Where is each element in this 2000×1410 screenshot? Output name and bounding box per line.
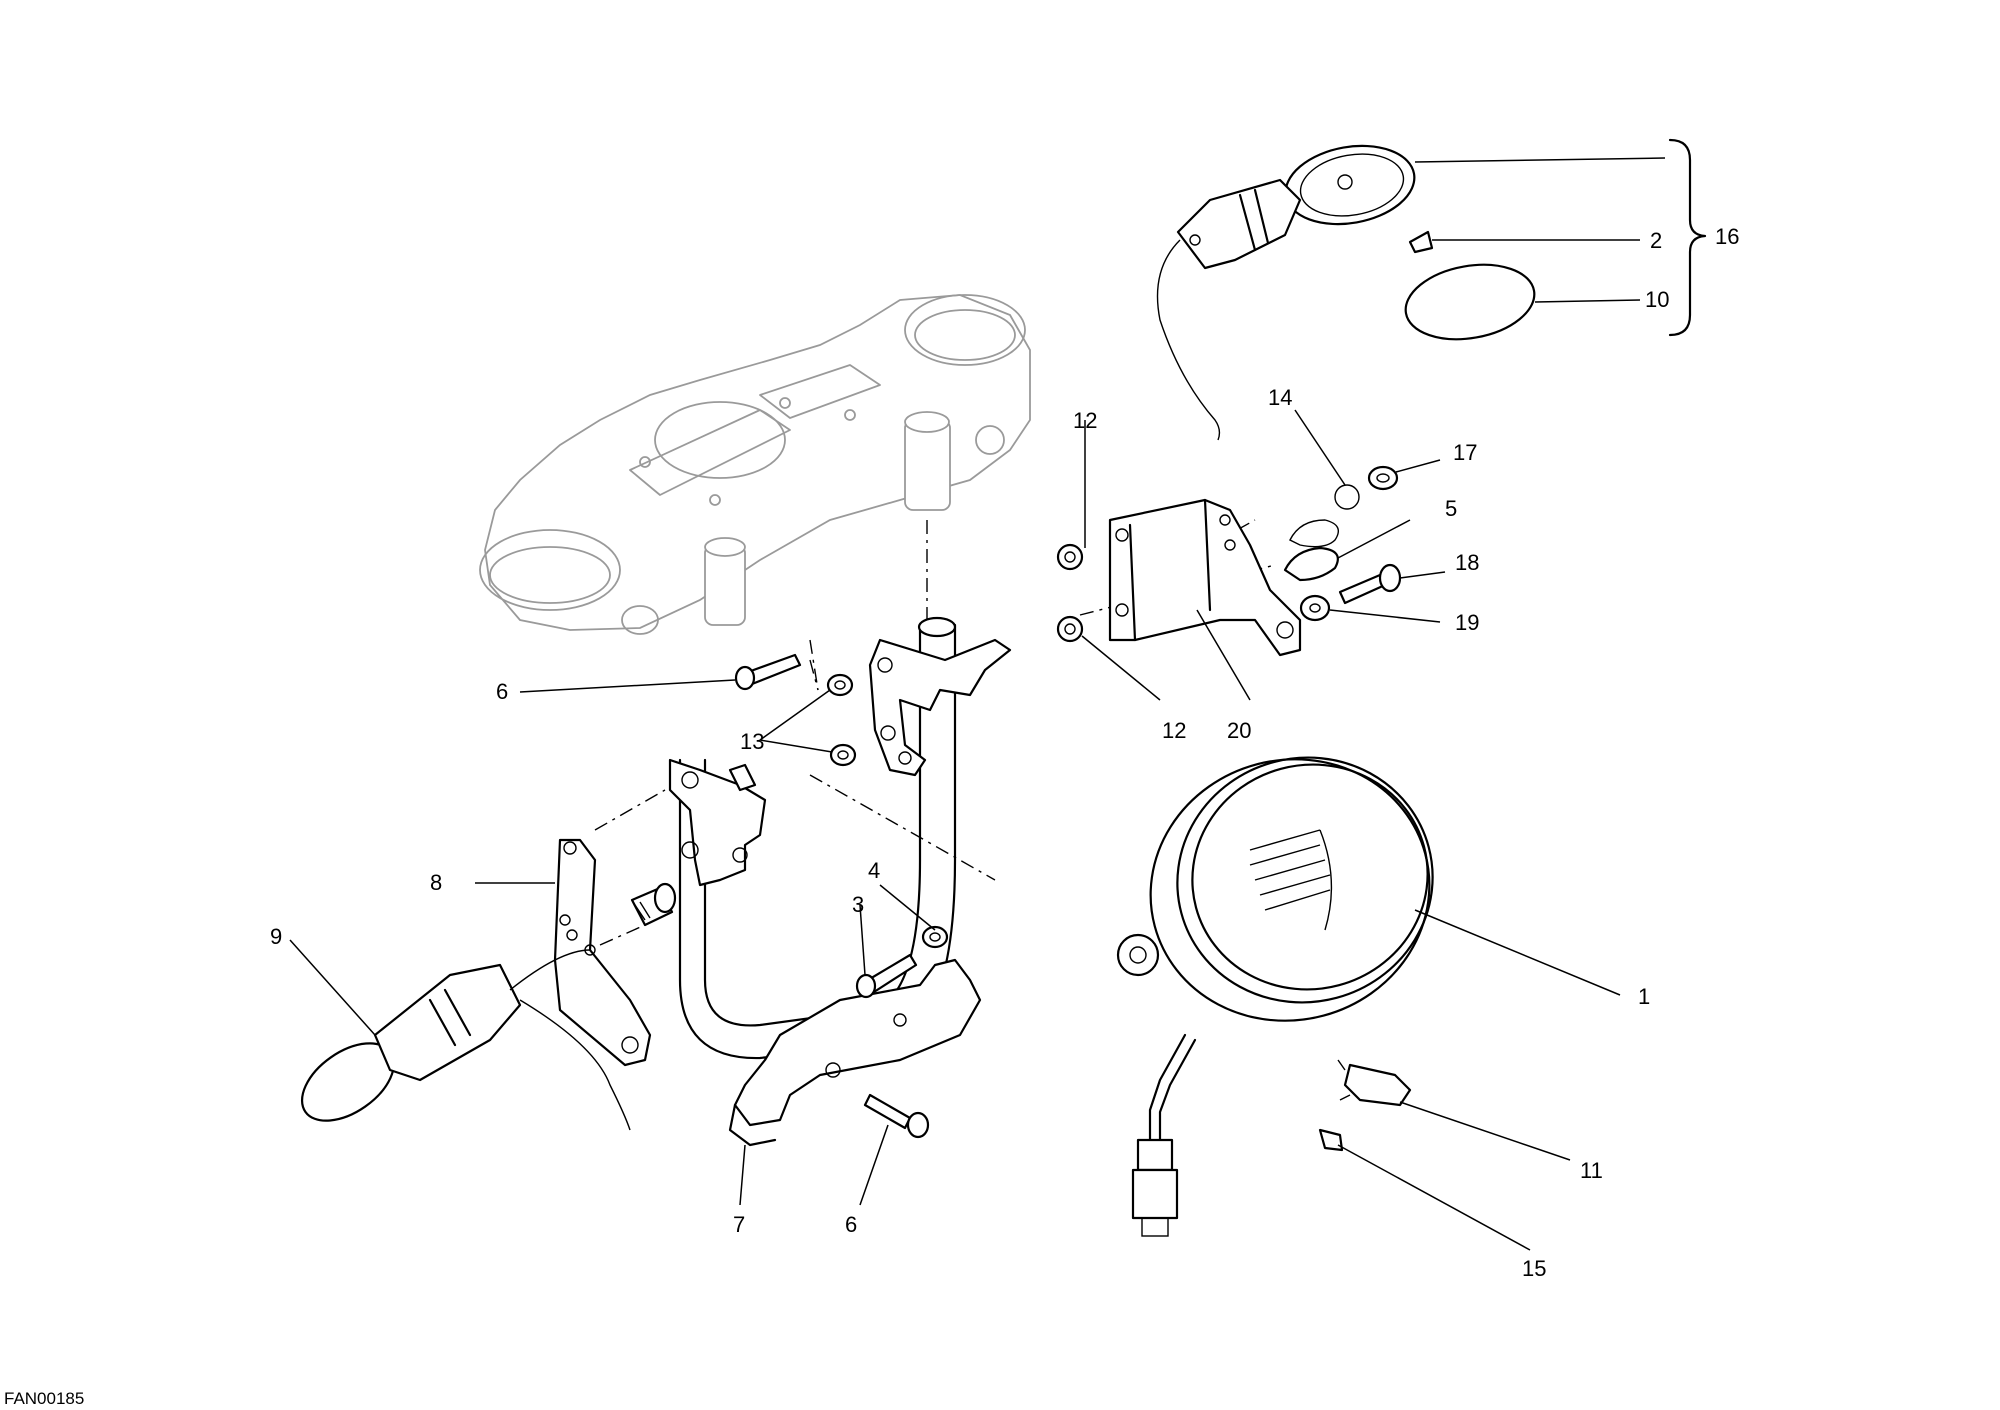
upper-triple-clamp [479,294,1031,635]
lens-10 [1404,263,1536,341]
grommet-12-lower [1056,615,1084,643]
callout-13: 13 [740,729,764,754]
bracket-axis-4 [809,659,819,691]
callout-3: 3 [852,892,864,917]
screw-6-lower [863,1093,930,1139]
callout-5: 5 [1445,496,1457,521]
gasket-5 [1283,546,1339,582]
bulb-2 [1408,230,1434,254]
screw-18 [1338,563,1402,605]
callout-15: 15 [1522,1256,1546,1281]
parking-bulb-15 [1318,1128,1344,1152]
bracket-axis-3 [809,774,996,881]
callout-12-lower: 12 [1162,718,1186,743]
callout-17: 17 [1453,440,1477,465]
callout-20: 20 [1227,718,1251,743]
callout-11: 11 [1580,1158,1603,1183]
bracket-axis-5 [809,639,819,691]
washer-4 [921,925,949,949]
left-turn-signal [300,949,631,1131]
turn-signal-bracket [553,838,652,1067]
callout-18: 18 [1455,550,1479,575]
nut-17 [1367,465,1399,491]
indicator-grommet [630,882,677,927]
headlight [1116,756,1434,1237]
washer-19 [1299,594,1331,622]
callout-10: 10 [1645,287,1669,312]
right-turn-signal [1156,144,1416,441]
callout-1: 1 [1638,984,1650,1009]
washer-13-upper [826,673,854,697]
callout-14: 14 [1268,385,1292,410]
callout-6-upper: 6 [496,679,508,704]
lower-bracket [728,958,982,1147]
callout-8: 8 [430,870,442,895]
leader-lines [289,157,1666,1251]
indicator-mount-plate [1108,498,1302,657]
callout-9: 9 [270,924,282,949]
callout-2: 2 [1650,228,1662,253]
headlight-bulb-11 [1337,1059,1412,1107]
group-brace [1668,138,1707,337]
screw-6-upper [734,653,802,691]
bracket-axis-1 [594,789,666,831]
screw-3 [855,953,918,999]
wire-clip-14 [1289,484,1360,548]
bracket-axis-2 [599,924,646,946]
callout-16: 16 [1715,224,1739,249]
callout-7: 7 [733,1212,745,1237]
drawing-code: FAN00185 [4,1389,84,1408]
callout-19: 19 [1455,610,1479,635]
callout-12-upper: 12 [1073,408,1097,433]
callout-4: 4 [868,858,880,883]
grommet-12-upper [1056,543,1084,571]
callout-6-lower: 6 [845,1212,857,1237]
washer-13-lower [829,743,857,767]
